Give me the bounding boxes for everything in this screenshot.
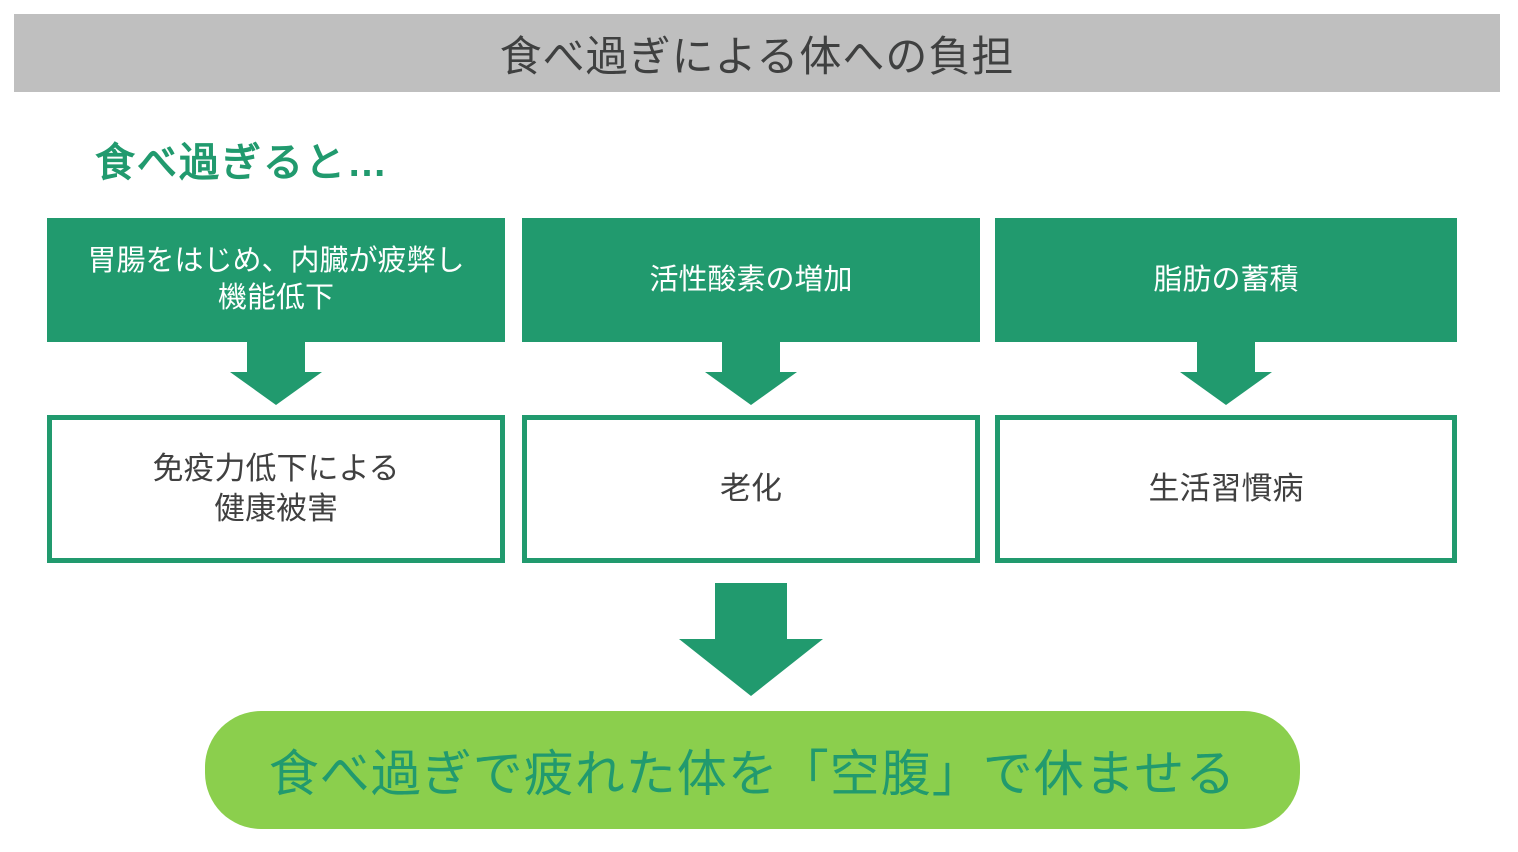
cause-box-fat-accumulation: 脂肪の蓄積 [995, 218, 1457, 342]
down-arrow-icon [1180, 342, 1272, 405]
down-arrow-icon [705, 342, 797, 405]
slide-title: 食べ過ぎによる体への負担 [499, 32, 1015, 80]
lead-in-label: 食べ過ぎると… [95, 141, 389, 185]
effect-box-lifestyle-disease: 生活習慣病 [995, 415, 1457, 563]
effect-box-label: 免疫力低下による [152, 451, 400, 486]
cause-box-active-oxygen: 活性酸素の増加 [522, 218, 980, 342]
effect-box-immunity-damage: 免疫力低下による 健康被害 [47, 415, 505, 563]
down-arrow-icon [230, 342, 322, 405]
cause-box-organ-fatigue: 胃腸をはじめ、内臓が疲弊し 機能低下 [47, 218, 505, 342]
effect-box-label: 生活習慣病 [1148, 471, 1304, 506]
down-arrow-icon [679, 583, 823, 696]
cause-box-label: 胃腸をはじめ、内臓が疲弊し [87, 245, 465, 277]
effect-box-label: 老化 [720, 471, 782, 506]
effect-box-label: 健康被害 [214, 491, 338, 526]
effect-box-aging: 老化 [522, 415, 980, 563]
cause-box-label: 活性酸素の増加 [649, 263, 853, 296]
cause-box-label: 脂肪の蓄積 [1153, 263, 1299, 296]
conclusion-banner: 食べ過ぎで疲れた体を「空腹」で休ませる [205, 711, 1300, 829]
slide-title-banner: 食べ過ぎによる体への負担 [14, 14, 1500, 92]
conclusion-text: 食べ過ぎで疲れた体を「空腹」で休ませる [268, 746, 1237, 802]
cause-box-label: 機能低下 [217, 282, 334, 314]
